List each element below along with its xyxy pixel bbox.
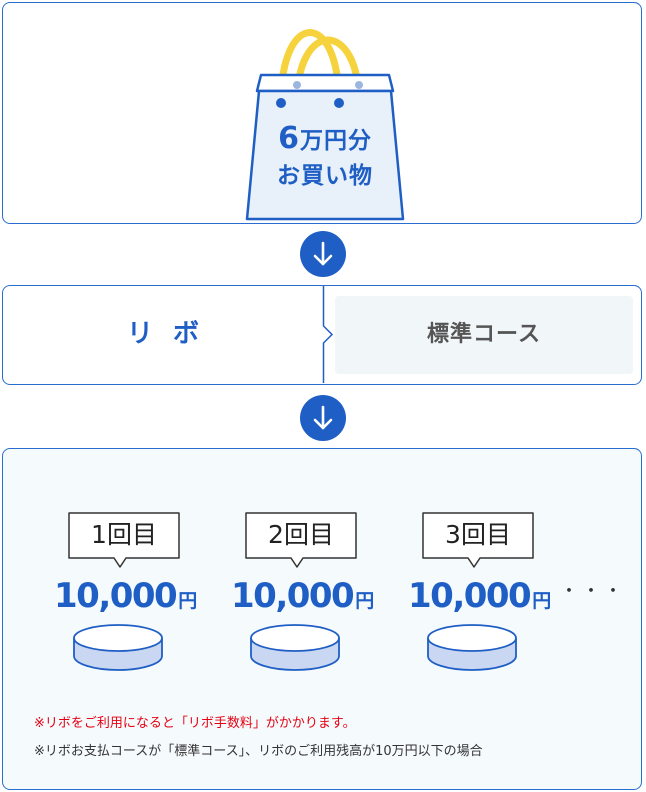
purchase-amount: 6万円分: [235, 121, 415, 156]
arrow-down-icon: [300, 231, 346, 277]
installments-panel: [2, 448, 642, 790]
installment-amount-value: 10,000: [54, 576, 178, 616]
purchase-label: お買い物: [277, 163, 373, 189]
chevron-right-icon: [322, 286, 334, 383]
installment-label: 1回目: [91, 520, 157, 549]
purchase-panel: 6万円分 お買い物: [2, 2, 642, 224]
condition-note: ※リボお支払コースが「標準コース」、リボのご利用残高が10万円以下の場合: [34, 744, 483, 759]
installment-amount-unit: 円: [355, 590, 375, 612]
continuation-ellipsis: ・・・: [560, 581, 626, 602]
speech-bubble-icon: [422, 512, 534, 568]
purchase-amount-number: 6: [278, 121, 300, 156]
speech-bubble-icon: [68, 512, 180, 568]
purchase-amount-unit: 万円分: [299, 128, 372, 154]
arrow-down-icon: [300, 395, 346, 441]
installment-amount-unit: 円: [532, 590, 552, 612]
installment-amount-value: 10,000: [231, 576, 355, 616]
shopping-bag-icon: [245, 29, 405, 221]
payment-course-label: 標準コース: [335, 296, 633, 374]
installment-label: 3回目: [445, 520, 511, 549]
payment-method-label: リボ: [126, 319, 219, 349]
coin-icon: [427, 624, 517, 671]
installment-amount-unit: 円: [178, 590, 198, 612]
installment-amount-value: 10,000: [408, 576, 532, 616]
fee-note: ※リボをご利用になると「リボ手数料」がかかります。: [34, 716, 356, 731]
payment-panel: リボ 標準コース: [2, 285, 642, 385]
speech-bubble-icon: [245, 512, 357, 568]
installment-label: 2回目: [268, 520, 334, 549]
coin-icon: [250, 624, 340, 671]
coin-icon: [73, 624, 163, 671]
